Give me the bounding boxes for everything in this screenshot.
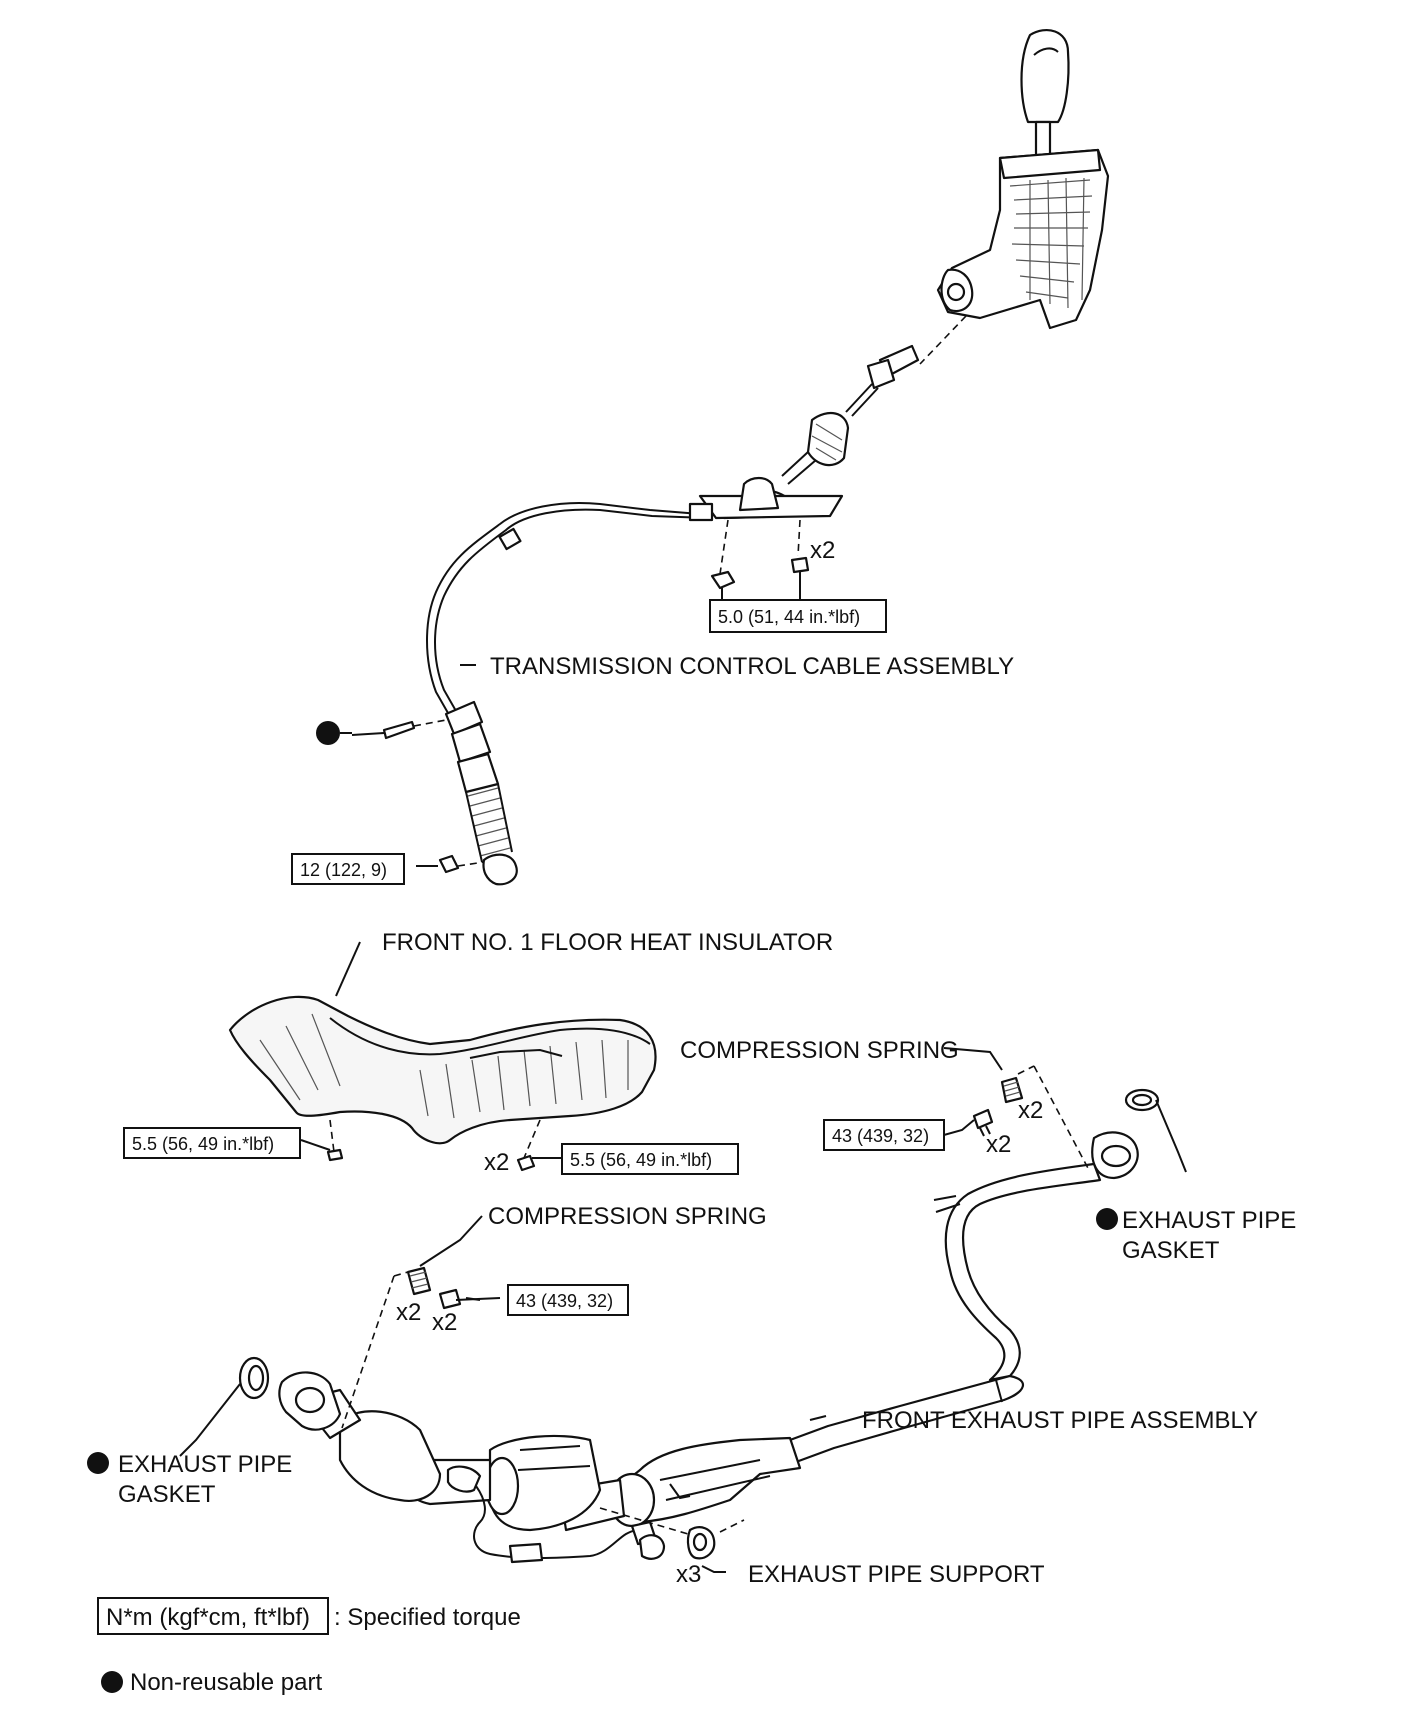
torque-value: 5.5 (56, 49 in.*lbf) [570,1150,712,1170]
torque-box-insulator-right: 5.5 (56, 49 in.*lbf) [561,1143,739,1175]
non-reusable-marker-gasket-right [1096,1208,1118,1230]
heat-insulator [228,995,657,1145]
exhaust-pipe-gasket-left [238,1356,270,1400]
label-gasket-right-line2: GASKET [1122,1237,1220,1264]
torque-box-cable-end: 12 (122, 9) [291,853,405,885]
upper-spring-and-bolt [972,1065,1091,1173]
insulator-nuts [326,1119,541,1172]
qty-bolt-right: x2 [986,1131,1011,1158]
cable-bracket-nuts [710,519,810,604]
torque-value: 5.0 (51, 44 in.*lbf) [718,607,860,627]
legend-non-reusable-text: Non-reusable part [130,1669,322,1696]
front-exhaust-pipe [278,1131,1139,1564]
transmission-control-cable [382,344,920,886]
torque-value: 43 (439, 32) [516,1291,613,1311]
lower-spring-and-bolt [341,1266,501,1429]
qty-spring-left: x2 [396,1299,421,1326]
torque-box-insulator-left: 5.5 (56, 49 in.*lbf) [123,1127,301,1159]
label-compression-spring-lower: COMPRESSION SPRING [488,1203,767,1230]
non-reusable-marker-cable [316,721,340,745]
shift-lever-assembly [919,29,1110,365]
non-reusable-marker-gasket-left [87,1452,109,1474]
torque-box-pipe-bolt-right: 43 (439, 32) [823,1119,945,1151]
torque-value: 43 (439, 32) [832,1126,929,1146]
label-gasket-right-line1: EXHAUST PIPE [1122,1207,1296,1234]
legend-non-reusable-marker [101,1671,123,1693]
legend: N*m (kgf*cm, ft*lbf) : Specified torque … [97,1597,521,1696]
exhaust-pipe-support [599,1507,745,1560]
label-heat-insulator: FRONT NO. 1 FLOOR HEAT INSULATOR [382,929,833,956]
label-compression-spring-upper: COMPRESSION SPRING [680,1037,959,1064]
qty-cable-nut: x2 [810,537,835,564]
label-gasket-left-line1: EXHAUST PIPE [118,1451,292,1478]
cable-end-nut [438,854,485,874]
qty-bolt-left: x2 [432,1309,457,1336]
qty-insulator-nut: x2 [484,1149,509,1176]
torque-box-cable-bracket: 5.0 (51, 44 in.*lbf) [709,599,887,633]
torque-box-pipe-bolt-left: 43 (439, 32) [507,1284,629,1316]
exhaust-pipe-gasket-right [1124,1088,1160,1112]
legend-torque-box-text: N*m (kgf*cm, ft*lbf) [106,1604,310,1631]
label-exhaust-pipe-support: EXHAUST PIPE SUPPORT [748,1561,1045,1588]
label-front-exhaust-pipe: FRONT EXHAUST PIPE ASSEMBLY [862,1407,1258,1434]
legend-torque-box [97,1597,329,1635]
label-gasket-left-line2: GASKET [118,1481,216,1508]
qty-support: x3 [676,1561,701,1588]
torque-value: 5.5 (56, 49 in.*lbf) [132,1134,274,1154]
label-transmission-cable: TRANSMISSION CONTROL CABLE ASSEMBLY [490,653,1014,680]
legend-torque-text: : Specified torque [334,1604,521,1631]
qty-spring-right: x2 [1018,1097,1043,1124]
torque-value: 12 (122, 9) [300,860,387,880]
